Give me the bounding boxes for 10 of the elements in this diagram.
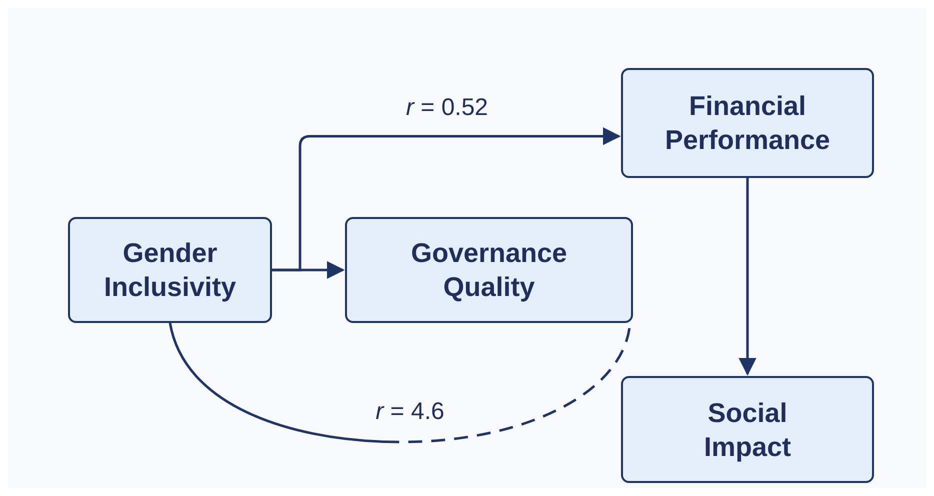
box-label: Social Impact	[702, 396, 792, 464]
box-label: Gender Inclusivity	[104, 237, 236, 304]
process-box	[345, 217, 633, 323]
process-box	[68, 217, 272, 323]
process-box	[621, 376, 874, 483]
box-label: Governance Quality	[410, 237, 568, 304]
process-box	[621, 68, 874, 178]
box-label: Financial Performance	[664, 90, 830, 157]
arrow	[272, 261, 345, 279]
arrow	[738, 178, 756, 376]
